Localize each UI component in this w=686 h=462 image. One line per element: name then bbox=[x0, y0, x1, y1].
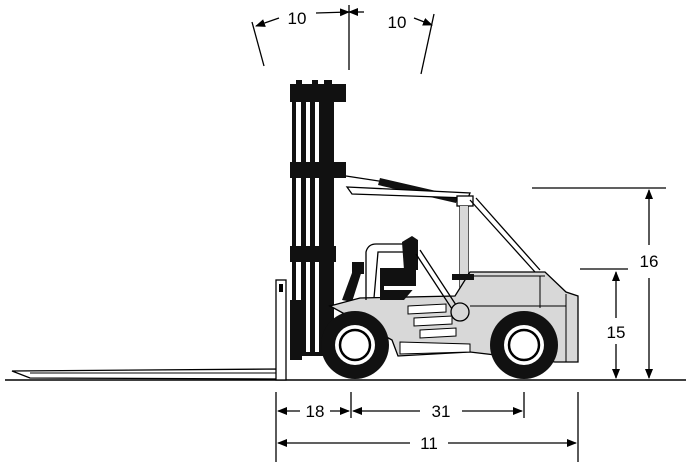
operator-compartment bbox=[365, 236, 470, 339]
overall-length-label: 11 bbox=[420, 434, 438, 453]
tilt-angle-dimension: 10 10 bbox=[251, 5, 435, 75]
front-wheel bbox=[321, 311, 389, 379]
height-top-label: 16 bbox=[640, 252, 659, 271]
height-mid-label: 15 bbox=[607, 323, 626, 342]
overhead-guard-height-dimension: 16 bbox=[532, 187, 666, 379]
forks bbox=[11, 279, 287, 381]
length-dimensions: 18 31 11 bbox=[275, 392, 579, 462]
rear-wheel bbox=[490, 311, 558, 379]
mast bbox=[290, 80, 346, 360]
wheelbase-label: 31 bbox=[432, 402, 451, 421]
overhead-guard bbox=[345, 186, 541, 300]
fork-to-axle-label: 18 bbox=[306, 402, 325, 421]
tilt-back-label: 10 bbox=[388, 13, 407, 32]
forklift-illustration bbox=[11, 80, 579, 381]
seat-height-dimension: 15 bbox=[580, 268, 628, 379]
tilt-forward-label: 10 bbox=[288, 9, 307, 28]
